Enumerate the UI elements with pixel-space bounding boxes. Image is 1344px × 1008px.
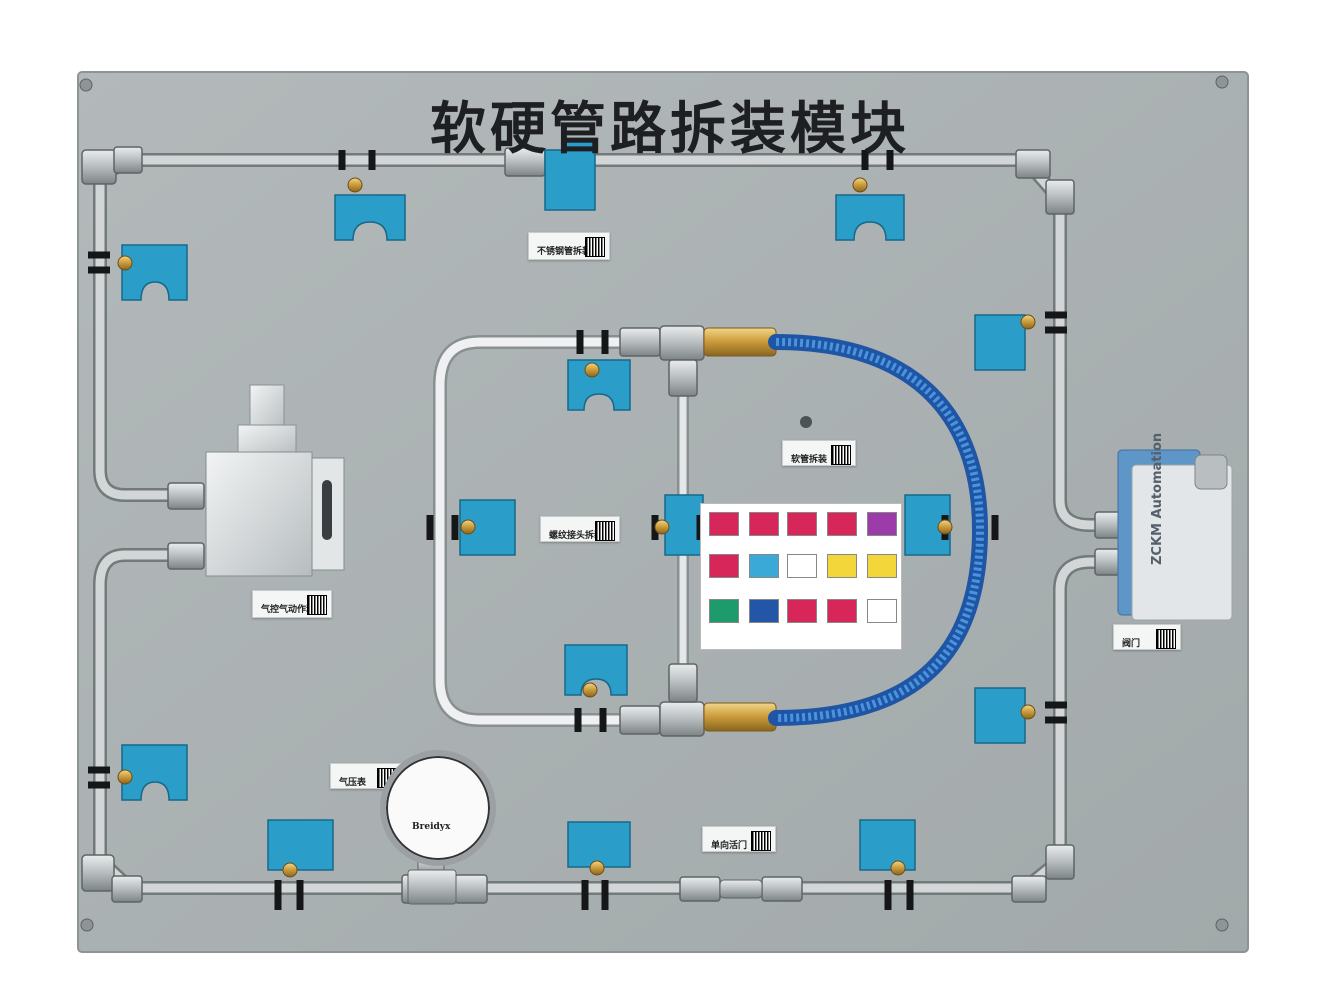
label-text: 螺纹接头拆装: [549, 531, 604, 541]
pneumatic-actuator: [205, 384, 345, 577]
gauge-brand: Breidyx: [412, 822, 451, 832]
label-hose: 软管拆装: [782, 440, 856, 466]
valve-brand: ZCKM Automation: [1150, 432, 1165, 565]
label-fitting: 螺纹接头拆装: [540, 516, 620, 542]
qr-code-icon: [831, 445, 851, 465]
color-chip: [827, 554, 857, 578]
qr-code-icon: [595, 521, 615, 541]
color-chip: [867, 512, 897, 536]
panel-hole: [800, 416, 812, 428]
color-chip: [867, 554, 897, 578]
clamp-brackets: [121, 141, 1026, 871]
color-chip: [709, 554, 739, 578]
color-chip: [827, 512, 857, 536]
qr-code-icon: [751, 831, 771, 851]
color-chip: [787, 554, 817, 578]
qr-code-icon: [307, 595, 327, 615]
qr-code-icon: [1156, 629, 1176, 649]
valve-nameplate: ZCKM Automation: [1130, 433, 1240, 600]
color-chip: [709, 599, 739, 623]
pressure-gauge-dial: [380, 750, 496, 866]
label-text: 阀门: [1122, 639, 1141, 649]
brass-hose-ends: [703, 327, 777, 732]
color-chip: [749, 554, 779, 578]
elbow-fittings: [81, 146, 1130, 904]
qr-code-icon: [585, 237, 605, 257]
color-chip: [749, 599, 779, 623]
label-text: 气压表: [339, 778, 367, 788]
color-chip: [787, 599, 817, 623]
directional-valve: [1117, 449, 1233, 621]
pipe-color-chart: [700, 503, 902, 650]
color-chip: [867, 599, 897, 623]
label-text: 软管拆装: [791, 455, 828, 465]
color-chip: [827, 599, 857, 623]
clamp-screws: [117, 177, 1036, 878]
label-stainless-pipe: 不锈钢管拆装: [528, 232, 610, 260]
color-chip: [787, 512, 817, 536]
steel-pipe-loop: [93, 153, 1122, 895]
label-pneumatic-actuator: 气控气动作动筒: [252, 590, 332, 618]
panel-screws: [79, 75, 1229, 932]
label-check-valve: 单向活门: [702, 826, 776, 852]
check-valve-body: [719, 879, 763, 899]
mounting-panel: [77, 71, 1249, 953]
rubber-clamps: [88, 150, 1067, 910]
color-chip: [709, 512, 739, 536]
module-title: 软硬管路拆装模块: [430, 97, 910, 162]
label-text: 单向活门: [711, 841, 748, 851]
color-chip: [749, 512, 779, 536]
label-text: 不锈钢管拆装: [537, 247, 592, 257]
label-text: 气控气动作动筒: [261, 605, 325, 615]
label-valve: 阀门: [1113, 624, 1181, 650]
